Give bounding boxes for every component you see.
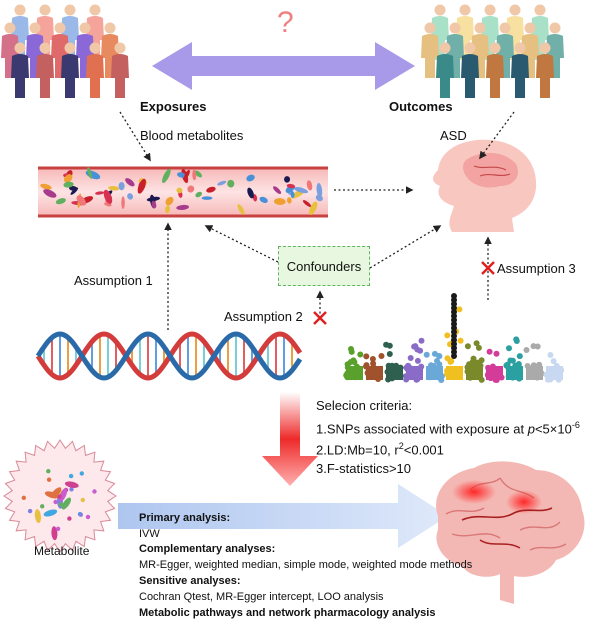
metabolite-label: Metabolite <box>34 544 90 558</box>
blood-vessel-icon <box>38 166 328 218</box>
assumption3-cross-icon <box>481 261 495 275</box>
exposures-label: Exposures <box>140 99 207 114</box>
person-icon <box>436 42 454 98</box>
person-icon <box>461 42 479 98</box>
manhattan-column <box>523 343 545 381</box>
person-icon <box>486 42 504 98</box>
manhattan-column <box>543 352 565 383</box>
metabolic-pathways-title: Metabolic pathways and network pharmacol… <box>139 607 436 619</box>
manhattan-column <box>484 348 505 383</box>
outcomes-to-head-arrow <box>479 111 515 160</box>
person-icon <box>11 42 29 98</box>
criterion-1-exponent: -6 <box>571 420 580 430</box>
primary-analysis-title: Primary analysis: <box>139 512 231 524</box>
asd-label: ASD <box>440 128 467 143</box>
confounders-to-vessel-arrow <box>204 225 279 263</box>
manhattan-column <box>403 337 425 383</box>
outcomes-people-group <box>421 4 564 98</box>
complementary-analyses-text: MR-Egger, weighted median, simple mode, … <box>139 559 473 571</box>
brain-icon <box>436 461 585 604</box>
assumption-2-label: Assumption 2 <box>224 309 303 324</box>
criterion-1-text: 1.SNPs associated with exposure at <box>316 421 528 437</box>
person-icon <box>511 42 529 98</box>
assumption-3-label: Assumption 3 <box>497 261 576 276</box>
metabolite-cell-icon <box>3 439 117 553</box>
child-head-icon <box>433 139 537 232</box>
person-icon <box>111 42 129 98</box>
criterion-1-p: p <box>527 421 535 437</box>
assumption-1-label: Assumption 1 <box>74 273 153 288</box>
selection-criterion-2: 2.LD:Mb=10, r2<0.001 <box>316 441 444 457</box>
manhattan-column <box>464 340 485 383</box>
manhattan-column <box>503 336 523 382</box>
selection-criterion-3: 3.F-statistics>10 <box>316 461 412 476</box>
selection-criterion-1: 1.SNPs associated with exposure at p<5×1… <box>316 420 580 436</box>
person-icon <box>421 22 439 78</box>
manhattan-plot-icon <box>343 293 565 383</box>
confounders-box: Confounders <box>278 246 370 286</box>
manhattan-column <box>383 341 404 383</box>
person-icon <box>61 42 79 98</box>
selection-red-arrow <box>262 392 318 486</box>
confounders-to-head-arrow <box>369 225 442 269</box>
assumption2-cross-icon <box>313 311 327 325</box>
primary-analysis-text: IVW <box>139 528 160 540</box>
question-mark: ? <box>277 6 294 39</box>
selection-criteria-title: Selecion criteria: <box>316 398 413 413</box>
person-icon <box>536 42 554 98</box>
analysis-blue-arrow <box>118 484 448 548</box>
blood-metabolites-label: Blood metabolites <box>140 128 244 143</box>
confounders-label: Confounders <box>286 258 362 274</box>
exposures-people-group <box>1 4 129 98</box>
criterion-2-threshold: <0.001 <box>403 442 444 458</box>
outcomes-label: Outcomes <box>389 99 453 114</box>
complementary-analyses-title: Complementary analyses: <box>139 543 276 555</box>
dotted-connectors <box>119 111 515 330</box>
criterion-1-threshold: <5×10 <box>534 421 572 437</box>
manhattan-column <box>444 306 464 380</box>
causal-double-arrow <box>152 42 415 90</box>
manhattan-column <box>423 350 445 383</box>
person-icon <box>86 42 104 98</box>
criterion-2-text: 2.LD:Mb=10, r <box>316 442 399 458</box>
sensitive-analyses-title: Sensitive analyses: <box>139 575 241 587</box>
exposures-to-vessel-arrow <box>119 111 151 162</box>
person-icon <box>36 42 54 98</box>
manhattan-column <box>343 346 364 381</box>
dna-helix-icon <box>35 331 303 381</box>
criterion-2-superscript: 2 <box>398 441 404 451</box>
sensitive-analyses-text: Cochran Qtest, MR-Egger intercept, LOO a… <box>139 591 384 603</box>
manhattan-column <box>363 353 385 382</box>
